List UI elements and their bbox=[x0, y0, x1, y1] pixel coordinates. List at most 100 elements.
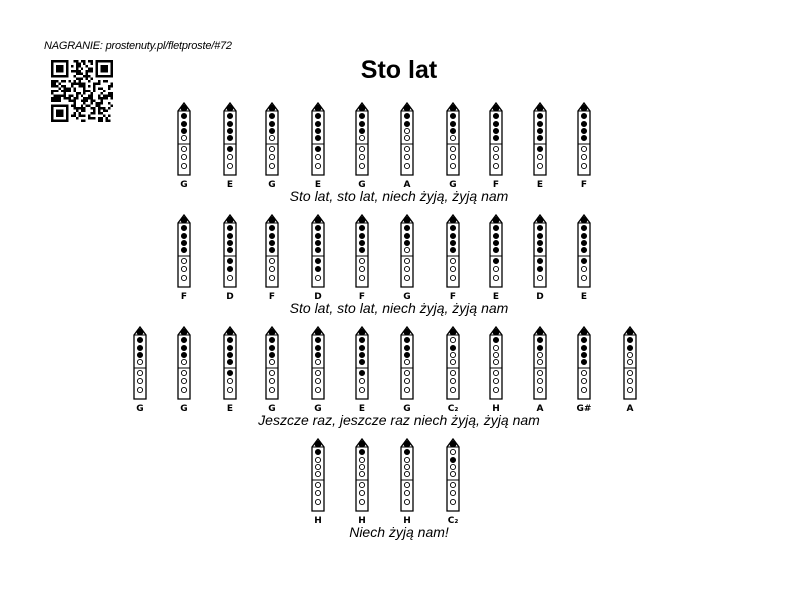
closed-hole bbox=[403, 216, 411, 224]
recording-link[interactable]: NAGRANIE: prostenuty.pl/fletproste/#72 bbox=[44, 40, 232, 52]
open-hole bbox=[536, 162, 544, 170]
closed-hole bbox=[314, 127, 322, 135]
closed-hole bbox=[536, 344, 544, 352]
closed-hole bbox=[180, 216, 188, 224]
recorder-diagram bbox=[400, 437, 414, 512]
recorder-diagram bbox=[533, 325, 547, 400]
open-hole bbox=[403, 162, 411, 170]
closed-hole bbox=[226, 104, 234, 112]
open-hole bbox=[449, 489, 457, 497]
open-hole bbox=[449, 369, 457, 377]
open-hole bbox=[449, 351, 457, 359]
closed-hole bbox=[358, 239, 366, 247]
open-hole bbox=[268, 274, 276, 282]
note-label: F bbox=[450, 292, 456, 302]
note-label: A bbox=[627, 404, 634, 414]
open-hole bbox=[180, 134, 188, 142]
open-hole bbox=[314, 489, 322, 497]
open-hole bbox=[136, 377, 144, 385]
closed-hole bbox=[226, 145, 234, 153]
recorder-diagram bbox=[223, 213, 237, 288]
closed-hole bbox=[580, 246, 588, 254]
closed-hole bbox=[180, 336, 188, 344]
open-hole bbox=[449, 386, 457, 394]
closed-hole bbox=[403, 344, 411, 352]
note-label: E bbox=[359, 404, 365, 414]
open-hole bbox=[226, 153, 234, 161]
closed-hole bbox=[403, 351, 411, 359]
closed-hole bbox=[492, 224, 500, 232]
closed-hole bbox=[136, 351, 144, 359]
note-label: G bbox=[403, 292, 410, 302]
open-hole bbox=[136, 369, 144, 377]
open-hole bbox=[449, 336, 457, 344]
recorder-diagram bbox=[355, 213, 369, 288]
open-hole bbox=[358, 257, 366, 265]
closed-hole bbox=[449, 232, 457, 240]
open-hole bbox=[626, 386, 634, 394]
recorder-diagram bbox=[446, 437, 460, 512]
note-label: D bbox=[536, 292, 543, 302]
note-label: H bbox=[492, 404, 500, 414]
closed-hole bbox=[536, 216, 544, 224]
open-hole bbox=[403, 498, 411, 506]
note-label: A bbox=[404, 180, 411, 190]
open-hole bbox=[314, 456, 322, 464]
note-label: H bbox=[403, 516, 411, 526]
closed-hole bbox=[358, 246, 366, 254]
closed-hole bbox=[358, 216, 366, 224]
closed-hole bbox=[226, 112, 234, 120]
closed-hole bbox=[358, 120, 366, 128]
note-label: E bbox=[537, 180, 543, 190]
recorder-diagram bbox=[265, 213, 279, 288]
closed-hole bbox=[268, 239, 276, 247]
open-hole bbox=[403, 456, 411, 464]
open-hole bbox=[180, 358, 188, 366]
open-hole bbox=[314, 153, 322, 161]
open-hole bbox=[536, 358, 544, 366]
note-label: D bbox=[314, 292, 321, 302]
closed-hole bbox=[358, 369, 366, 377]
recorder-diagram bbox=[400, 325, 414, 400]
lyric-row-2: Sto lat, sto lat, niech żyją, żyją nam bbox=[289, 300, 509, 316]
closed-hole bbox=[626, 344, 634, 352]
open-hole bbox=[268, 265, 276, 273]
recorder-diagram bbox=[223, 101, 237, 176]
open-hole bbox=[268, 386, 276, 394]
closed-hole bbox=[180, 224, 188, 232]
recorder-diagram bbox=[446, 213, 460, 288]
closed-hole bbox=[268, 246, 276, 254]
open-hole bbox=[226, 377, 234, 385]
closed-hole bbox=[580, 358, 588, 366]
lyric-row-1: Sto lat, sto lat, niech żyją, żyją nam bbox=[289, 188, 509, 204]
open-hole bbox=[358, 265, 366, 273]
open-hole bbox=[358, 145, 366, 153]
closed-hole bbox=[226, 265, 234, 273]
open-hole bbox=[449, 448, 457, 456]
open-hole bbox=[626, 358, 634, 366]
note-label: A bbox=[537, 404, 544, 414]
closed-hole bbox=[492, 246, 500, 254]
open-hole bbox=[403, 127, 411, 135]
note-label: G bbox=[314, 404, 321, 414]
closed-hole bbox=[314, 448, 322, 456]
open-hole bbox=[449, 162, 457, 170]
closed-hole bbox=[314, 440, 322, 448]
recorder-diagram bbox=[533, 101, 547, 176]
recorder-diagram bbox=[533, 213, 547, 288]
note-label: G bbox=[136, 404, 143, 414]
closed-hole bbox=[314, 351, 322, 359]
open-hole bbox=[492, 153, 500, 161]
closed-hole bbox=[492, 336, 500, 344]
note-label: F bbox=[181, 292, 187, 302]
closed-hole bbox=[492, 216, 500, 224]
closed-hole bbox=[580, 239, 588, 247]
closed-hole bbox=[136, 344, 144, 352]
closed-hole bbox=[580, 328, 588, 336]
closed-hole bbox=[449, 246, 457, 254]
closed-hole bbox=[536, 336, 544, 344]
open-hole bbox=[314, 358, 322, 366]
recorder-diagram bbox=[355, 437, 369, 512]
closed-hole bbox=[449, 440, 457, 448]
